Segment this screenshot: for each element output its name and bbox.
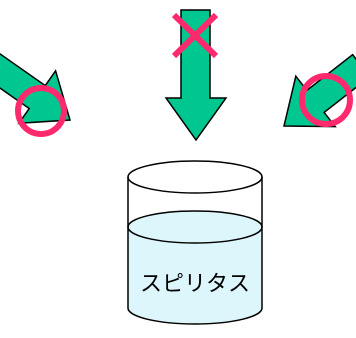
beaker-rim bbox=[127, 160, 263, 194]
x-mark-icon bbox=[171, 12, 219, 59]
circle-mark-icon-right bbox=[299, 73, 353, 127]
arrow-right bbox=[283, 53, 356, 128]
x-mark-stroke-2 bbox=[171, 12, 219, 59]
liquid-surface bbox=[127, 210, 263, 244]
arrow-top bbox=[164, 9, 228, 142]
arrow-top-shape bbox=[164, 9, 228, 142]
beaker: スピリタス bbox=[127, 160, 263, 325]
beaker-liquid bbox=[128, 227, 262, 324]
arrow-left-shape bbox=[0, 51, 71, 125]
beaker-label: スピリタス bbox=[140, 272, 250, 297]
arrow-left bbox=[0, 51, 71, 125]
circle-mark-icon-left bbox=[15, 85, 67, 137]
beaker-bottom bbox=[127, 307, 263, 325]
arrow-right-shape bbox=[283, 53, 356, 128]
